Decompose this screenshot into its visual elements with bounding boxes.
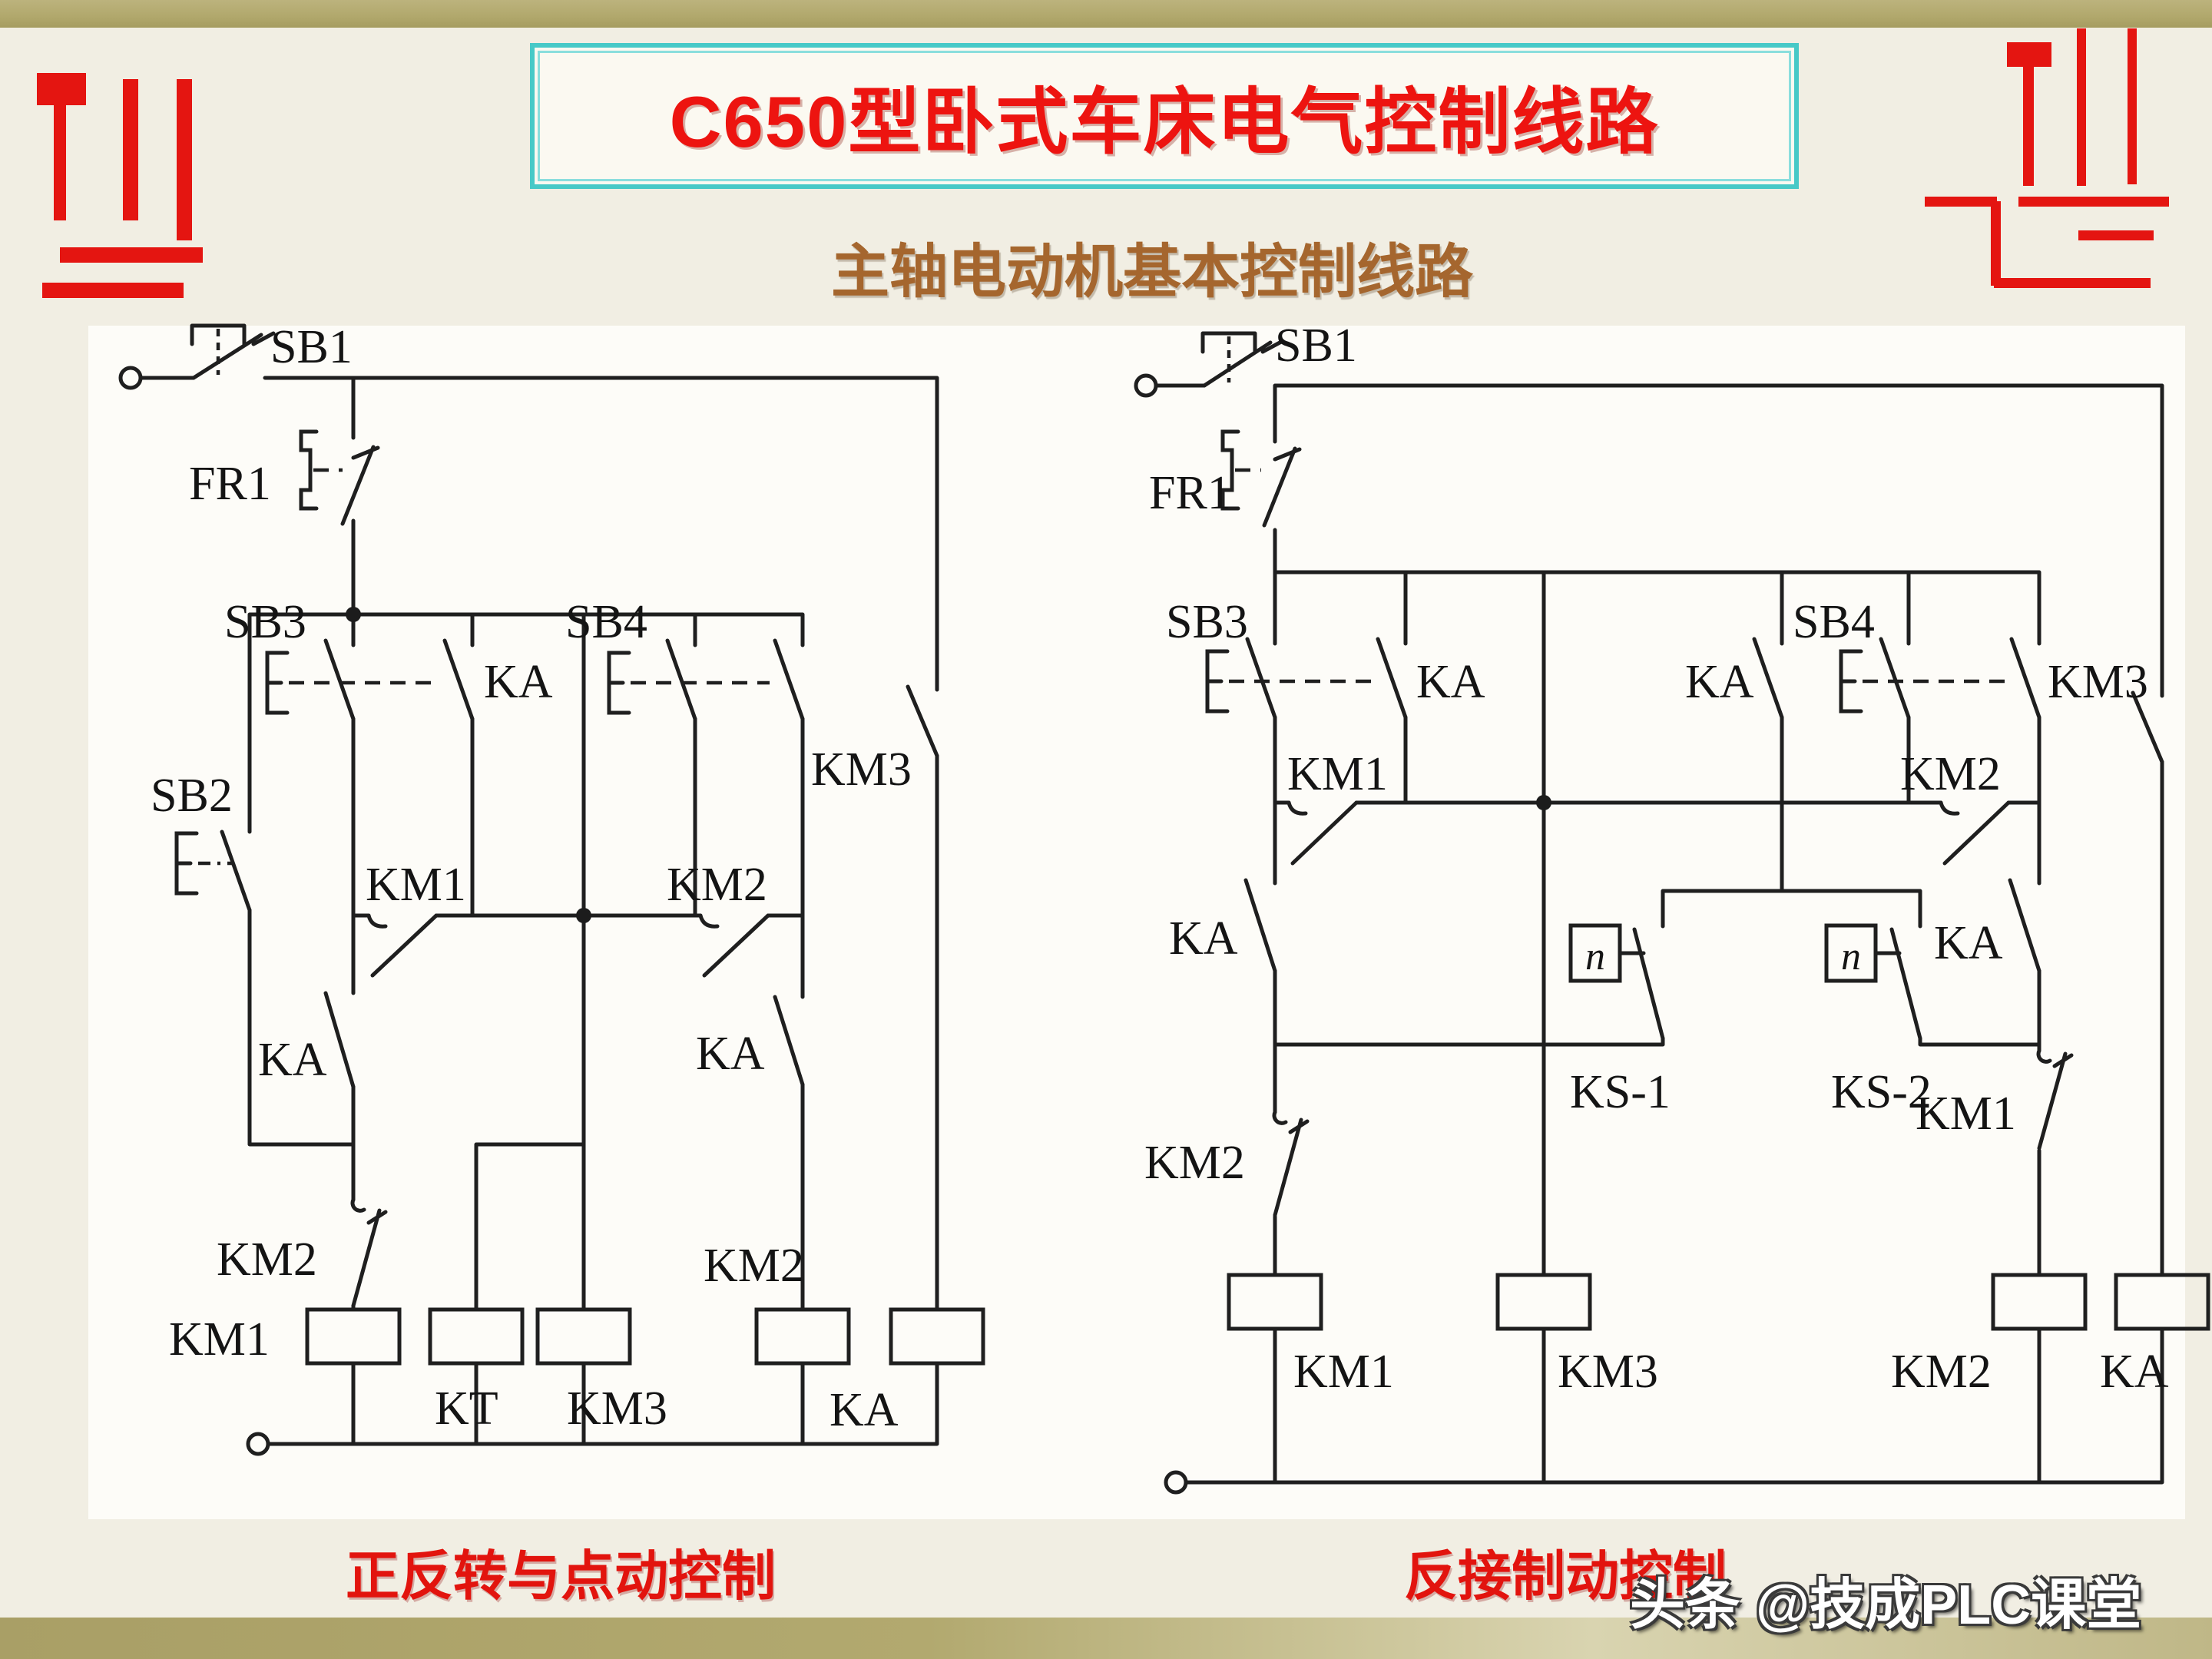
label-left-SB2: SB2 [151,770,233,822]
junction-dot [576,908,591,923]
coil-kt [428,1307,525,1366]
label-right-KA: KA [1169,912,1238,965]
label-right-KA: KA [1934,917,2003,969]
label-right-SB3: SB3 [1166,596,1248,648]
label-left-SB1: SB1 [270,321,353,373]
speed-relay-symbols [1568,923,1902,983]
label-left-KA: KA [830,1384,899,1436]
terminal-circle [1134,373,1158,398]
right-pushbutton-actuators [1200,331,1863,714]
label-left-KM3: KM3 [811,743,912,796]
label-left-KA: KA [696,1028,765,1080]
circuit-panel [88,326,2185,1519]
junction-dot [1536,795,1551,810]
page-subtitle: 主轴电动机基本控制线路 [831,240,1473,305]
label-right-KM1: KM1 [1293,1346,1394,1398]
label-right-KS-1: KS-1 [1570,1066,1671,1118]
label-left-KM2: KM2 [667,859,767,911]
right-circuit-contact-blades [1202,339,2164,1217]
right-circuit-caption: 反接制动控制 [1404,1546,1727,1606]
coil-km3 [535,1307,632,1366]
label-right-KM2: KM2 [1891,1346,1992,1398]
left-pushbutton-actuators [174,323,631,896]
label-right-KA: KA [1416,656,1485,708]
label-right-FR1: FR1 [1149,467,1231,519]
label-right-KA: KA [1685,656,1754,708]
label-right-SB4: SB4 [1793,596,1875,648]
top-olive-bar [0,0,2212,28]
left-circuit-wires [138,376,939,1446]
label-left-SB3: SB3 [224,596,306,648]
title-box: C650型卧式车床电气控制线路 [530,43,1799,189]
label-left-KM2: KM2 [704,1240,804,1292]
left-coils [305,1307,985,1366]
page-title: C650型卧式车床电气控制线路 [669,81,1660,162]
right-coils [1227,1273,2210,1331]
label-right-KM1: KM1 [1916,1088,2016,1140]
label-right-KM1: KM1 [1287,748,1388,800]
label-right-n: n [1841,935,1861,979]
label-left-KA: KA [258,1034,327,1086]
coil-km3 [1495,1273,1592,1331]
junction-dot [346,607,361,622]
coil-km2 [1991,1273,2088,1331]
label-left-FR1: FR1 [189,458,271,510]
label-right-SB1: SB1 [1275,320,1357,372]
label-left-KM2: KM2 [217,1233,317,1286]
right-circuit-wires [1154,383,2164,1485]
label-left-KM1: KM1 [366,859,466,911]
label-right-n: n [1585,935,1605,979]
label-left-KA: KA [484,656,553,708]
left-circuit-caption: 正反转与点动控制 [346,1546,776,1606]
top-right-logo-icon [1925,28,2169,288]
label-left-SB4: SB4 [565,596,647,648]
label-left-KT: KT [435,1382,498,1435]
top-left-logo-icon [37,73,203,298]
label-right-KM3: KM3 [1558,1346,1658,1398]
left-linkage-dashes [289,468,770,685]
label-right-KS-2: KS-2 [1831,1066,1932,1118]
label-right-KM3: KM3 [2048,656,2148,708]
label-right-KM2: KM2 [1144,1137,1245,1189]
label-left-KM1: KM1 [169,1313,270,1366]
right-linkage-dashes [1229,468,2007,684]
coil-km2 [754,1307,851,1366]
coil-ka [889,1307,985,1366]
watermark-text: 头条 @技成PLC课堂 [1630,1575,2142,1636]
coil-km1 [1227,1273,1323,1331]
terminal-circle [1164,1470,1188,1495]
terminal-circle [246,1432,270,1456]
label-left-KM3: KM3 [567,1382,667,1435]
coil-ka [2114,1273,2210,1331]
label-right-KA: KA [2100,1346,2169,1398]
coil-km1 [305,1307,402,1366]
label-right-KM2: KM2 [1900,748,2001,800]
terminal-circle [118,366,143,390]
bottom-olive-bar [0,1618,2212,1659]
left-circuit-contact-blades [191,331,939,1308]
